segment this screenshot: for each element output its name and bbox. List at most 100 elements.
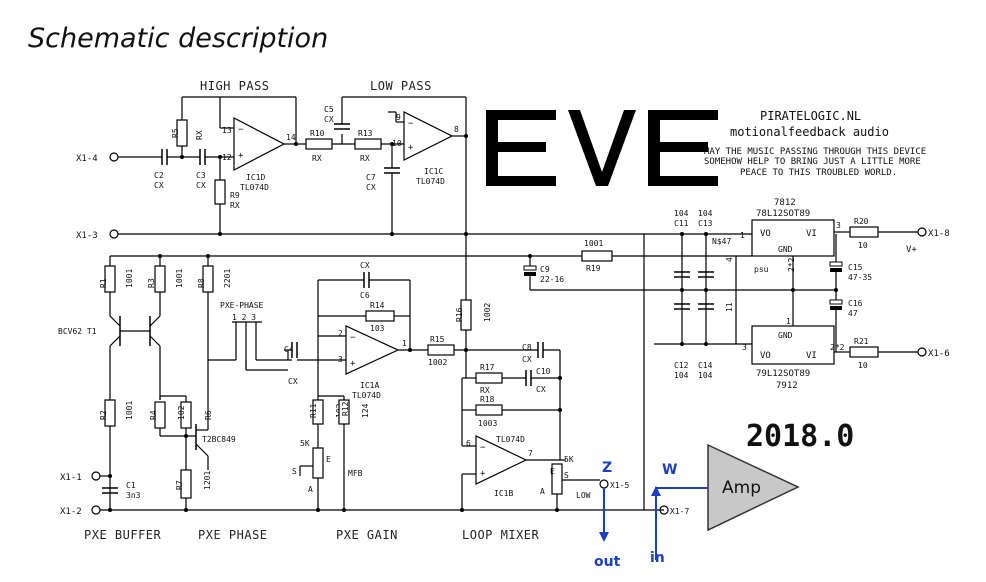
amp-annotation: Amp W in Z out — [594, 443, 800, 570]
connector-label: X1-1 — [60, 473, 82, 483]
component-label-tl074d: TL074D — [352, 391, 381, 400]
brand-site: PIRATELOGIC.NL — [760, 109, 861, 123]
component-label-p11: 11 — [725, 302, 734, 312]
connector-label: X1-7 — [670, 507, 689, 516]
component-label-c9: C9 — [540, 265, 550, 274]
component-label-rx: RX — [360, 154, 370, 163]
component-label-v3n3: 3n3 — [126, 491, 141, 500]
component-label-p10: 10 — [392, 139, 402, 148]
component-label-mfb: MFB — [348, 469, 363, 478]
component-label-c5: C5 — [324, 105, 334, 114]
svg-text:−: − — [408, 119, 414, 129]
component-label-v47: 47 — [848, 309, 858, 318]
component-label-p3: 3 — [742, 343, 747, 352]
component-label-ns47: N$47 — [712, 237, 731, 246]
component-label-pxe-phase-label: PXE-PHASE — [220, 301, 264, 310]
component-label-cx: CX — [196, 181, 206, 190]
component-label-v10: 10 — [858, 241, 868, 250]
component-label-r2: R2 — [99, 410, 108, 420]
power-supply-section: 104 104 C11 C13 N$47 C12 C14 104 104 4 1… — [654, 198, 950, 391]
x1-3-bus: X1-3 — [76, 185, 676, 241]
section-pxe-gain: PXE GAIN — [336, 528, 398, 542]
connector-label: X1-4 — [76, 154, 98, 164]
component-label-gnd: GND — [778, 245, 793, 254]
component-label-t2: T2BC849 — [202, 435, 236, 444]
component-label-r13: R13 — [358, 129, 373, 138]
component-label-c1: C1 — [126, 481, 136, 490]
component-label-pA: A — [540, 487, 545, 496]
section-pxe-phase: PXE PHASE — [198, 528, 268, 542]
component-label-pA: A — [308, 485, 313, 494]
brand-message-line: PEACE TO THIS TROUBLED WORLD. — [740, 168, 897, 178]
component-label-low: LOW — [576, 491, 591, 500]
component-label-v1001: 1001 — [584, 239, 603, 248]
component-label-v1002: 1002 — [483, 303, 492, 322]
component-label-v1001: 1001 — [175, 269, 184, 288]
component-label-rx: RX — [195, 130, 204, 140]
pxe-buffer-section: R1 1001 R3 1001 BCV62 T1 R2 1001 X1-1 C1… — [58, 256, 184, 510]
component-label-r5: R5 — [171, 128, 180, 138]
component-label-v102: 102 — [177, 405, 186, 420]
svg-text:−: − — [350, 333, 356, 343]
component-label-r6: R6 — [204, 410, 213, 420]
connector-label: X1-5 — [610, 481, 629, 490]
component-label-c2: C2 — [154, 171, 164, 180]
component-label-r9: R9 — [230, 191, 240, 200]
component-label-p2: 2 — [338, 329, 343, 338]
component-label-v1003: 1003 — [478, 419, 497, 428]
component-label-r11: R11 — [309, 403, 318, 418]
component-label-gnd: GND — [778, 331, 793, 340]
component-label-c13: C13 — [698, 219, 713, 228]
component-label-c6: C6 — [360, 291, 370, 300]
component-label-r21: R21 — [854, 337, 869, 346]
section-high-pass: HIGH PASS — [200, 79, 270, 93]
component-label-c14: C14 — [698, 361, 713, 370]
connector-label: X1-3 — [76, 231, 98, 241]
component-label-p6: 6 — [466, 439, 471, 448]
component-label-v2201: 2201 — [223, 269, 232, 288]
component-label-pot5k: 5K — [564, 455, 574, 464]
connector-label: X1-8 — [928, 229, 950, 239]
component-label-c10: C10 — [536, 367, 551, 376]
connector-x1-8 — [917, 227, 927, 237]
svg-text:+: + — [480, 469, 486, 479]
component-label-p9: 9 — [396, 113, 401, 122]
component-label-pot5k: 5K — [300, 439, 310, 448]
component-label-pS: S — [564, 471, 569, 480]
component-label-v104: 104 — [698, 371, 713, 380]
component-label-reg-top: 7812 — [774, 198, 796, 208]
component-label-c8: C8 — [522, 343, 532, 352]
component-label-p12: 12 — [222, 153, 232, 162]
component-label-vplus: V+ — [906, 245, 917, 255]
power-rail: 1001 R19 C9 22-16 — [110, 239, 752, 291]
page-title: Schematic description — [28, 23, 328, 54]
w-label: W — [662, 462, 677, 478]
component-label-cx: CX — [366, 183, 376, 192]
component-label-pE: E — [326, 455, 331, 464]
version-label: 2018.0 — [746, 419, 854, 454]
component-label-c12: C12 — [674, 361, 689, 370]
component-label-tl074d: TL074D — [416, 177, 445, 186]
svg-text:−: − — [480, 443, 486, 453]
svg-text:+: + — [408, 143, 414, 153]
component-label-r12: R12 — [341, 401, 350, 416]
filter-section: X1-4 C2 CX C3 CX R5 RX R9 RX − + 13 — [76, 96, 468, 300]
amp-label: Amp — [722, 478, 761, 498]
connector-x1-3 — [109, 229, 119, 239]
section-pxe-buffer: PXE BUFFER — [84, 528, 162, 542]
svg-text:+: + — [238, 151, 244, 161]
component-label-p1: 1 — [786, 317, 791, 326]
connector-x1-4 — [109, 152, 119, 162]
component-label-p13: 13 — [222, 126, 232, 135]
component-label-v1201: 1201 — [203, 471, 212, 490]
section-loop-mixer: LOOP MIXER — [462, 528, 540, 542]
component-label-r19: R19 — [586, 264, 601, 273]
connector-label: X1-6 — [928, 349, 950, 359]
component-label-r8: R8 — [197, 278, 206, 288]
component-label-r1: R1 — [99, 278, 108, 288]
component-label-cx: CX — [154, 181, 164, 190]
component-label-r20: R20 — [854, 217, 869, 226]
component-label-cx: CX — [536, 385, 546, 394]
component-label-pE: E — [550, 467, 555, 476]
